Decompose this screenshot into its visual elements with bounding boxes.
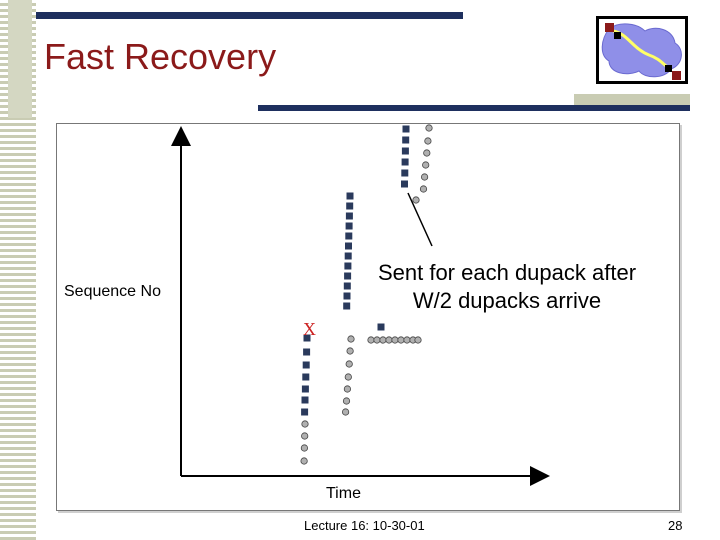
packet-mark [401, 169, 409, 177]
annotation-text: Sent for each dupack after W/2 dupacks a… [377, 260, 637, 313]
ack-mark [346, 347, 354, 355]
packet-mark [401, 180, 408, 188]
ack-mark [403, 336, 411, 344]
packet-mark [303, 348, 311, 356]
ack-mark [412, 196, 420, 204]
diagram-panel [56, 123, 680, 511]
loss-marker: X [303, 319, 316, 339]
y-axis-label: Sequence No [64, 283, 161, 300]
annotation-pointer-line [407, 192, 433, 247]
x-axis-label: Time [326, 485, 361, 502]
packet-mark [343, 302, 351, 310]
packet-marks [300, 124, 433, 465]
packet-mark [301, 396, 309, 404]
packet-mark [377, 323, 385, 331]
packet-mark [344, 272, 352, 280]
packet-mark [345, 222, 353, 230]
ack-mark [373, 336, 381, 344]
ack-mark [419, 185, 428, 193]
ack-mark [425, 124, 433, 132]
ack-mark [424, 137, 432, 145]
ack-mark [385, 336, 393, 344]
packet-mark [344, 262, 352, 270]
ack-mark [341, 408, 350, 416]
packet-mark [302, 373, 310, 381]
footer-text: Lecture 16: 10-30-01 [304, 518, 425, 533]
packet-mark [402, 136, 410, 144]
packet-mark [301, 408, 309, 416]
decorative-grey-bar [574, 94, 690, 105]
ack-mark [379, 336, 387, 344]
title-underline-bar [258, 105, 690, 111]
decorative-sidebar-block [8, 0, 32, 118]
packet-mark [401, 158, 409, 166]
ack-mark [301, 420, 309, 428]
packet-mark [303, 334, 311, 342]
slide-title: Fast Recovery [44, 36, 277, 77]
packet-mark [345, 242, 352, 250]
ack-mark [345, 360, 353, 368]
packet-mark [343, 282, 351, 290]
ack-mark [422, 161, 430, 169]
ack-mark [344, 373, 352, 381]
ack-mark [342, 397, 351, 405]
ack-mark [343, 385, 351, 393]
packet-mark [346, 192, 354, 200]
ack-mark [301, 432, 309, 440]
ack-mark [391, 336, 399, 344]
ack-mark [414, 336, 422, 344]
packet-mark [344, 252, 352, 260]
packet-mark [345, 232, 353, 240]
packet-mark [302, 361, 310, 369]
packet-mark [301, 385, 309, 393]
network-logo-icon [596, 16, 688, 84]
ack-mark [347, 335, 355, 343]
ack-mark [300, 444, 308, 452]
page-number: 28 [668, 518, 683, 533]
ack-mark [423, 149, 431, 157]
ack-mark [397, 336, 405, 344]
top-accent-bar [36, 12, 463, 19]
packet-mark [402, 125, 410, 133]
packet-mark [346, 202, 354, 210]
packet-mark [401, 147, 409, 155]
ack-mark [420, 173, 429, 181]
packet-mark [343, 292, 351, 300]
ack-mark [367, 336, 375, 344]
packet-mark [345, 212, 353, 220]
ack-mark [300, 457, 308, 465]
